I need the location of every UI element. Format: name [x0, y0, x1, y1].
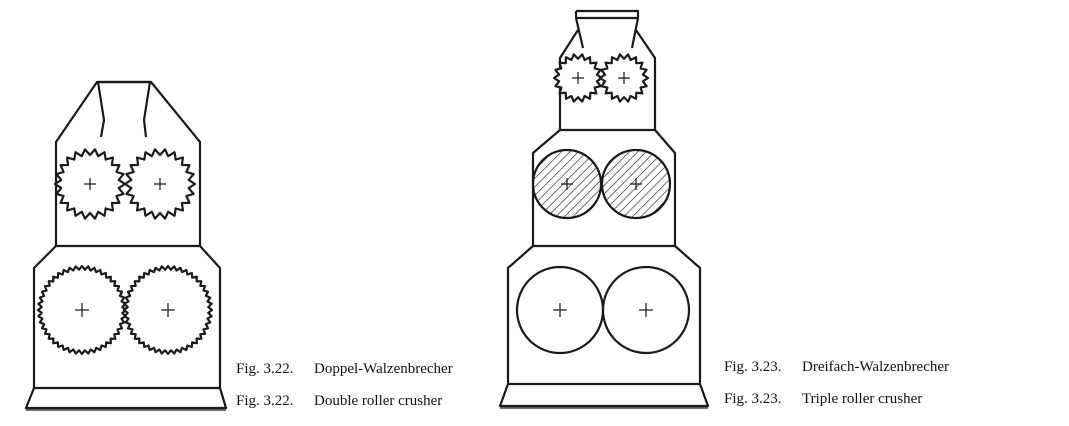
triple-roller-crusher-drawing: [498, 9, 710, 409]
fig-3-22-caption-english: Fig. 3.22. Double roller crusher: [236, 392, 442, 410]
fig-3-22-caption-german: Fig. 3.22. Doppel-Walzenbrecher: [236, 360, 453, 378]
fig-3-23-caption-german: Fig. 3.23. Dreifach-Walzenbrecher: [724, 358, 949, 376]
roller-centre-marks: [75, 178, 175, 317]
fig-3-22-number: Fig. 3.22.: [236, 361, 294, 377]
lower-housing: [32, 245, 222, 390]
fig-3-23-number-en: Fig. 3.23.: [724, 391, 782, 407]
middle-housing: [531, 129, 677, 248]
top-housing: [558, 29, 657, 132]
fig-3-22-number-en: Fig. 3.22.: [236, 393, 294, 409]
feed-hopper-small: [574, 9, 640, 49]
lower-housing-large: [506, 245, 702, 386]
feed-hopper: [96, 80, 152, 138]
roller-centre-marks-triple: [553, 72, 653, 317]
fig-3-23-title-de: Dreifach-Walzenbrecher: [802, 359, 950, 375]
base-plate: [24, 387, 228, 410]
fig-3-22-title-en: Double roller crusher: [314, 393, 443, 409]
fig-3-23-number: Fig. 3.23.: [724, 359, 782, 375]
fig-3-22-title-de: Doppel-Walzenbrecher: [314, 361, 453, 377]
fig-3-23-title-en: Triple roller crusher: [802, 391, 923, 407]
double-roller-crusher-drawing: [24, 80, 228, 411]
fig-3-23-caption-english: Fig. 3.23. Triple roller crusher: [724, 390, 922, 408]
bottom-right-smooth-roller: [601, 265, 691, 355]
base-plate-large: [498, 383, 710, 408]
